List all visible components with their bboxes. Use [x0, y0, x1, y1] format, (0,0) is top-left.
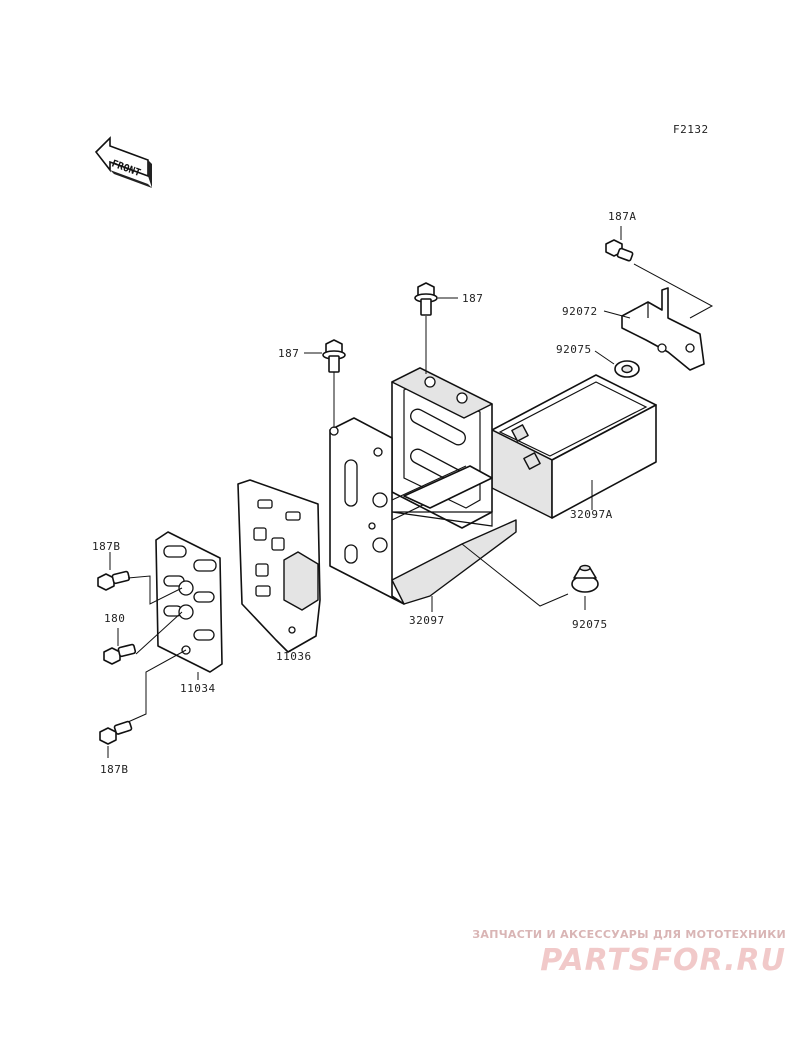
bolt-187-top [414, 282, 438, 316]
watermark-logo: PARTSFOR.RU [540, 943, 786, 978]
label-11036: 11036 [276, 650, 312, 663]
damper-92075-top [614, 360, 640, 378]
bolt-180 [103, 643, 137, 665]
label-92075-bottom: 92075 [572, 618, 608, 631]
leader-lines [107, 226, 714, 758]
battery-holder-32097 [329, 367, 517, 605]
figure-code: F2132 [673, 123, 709, 136]
label-187-top: 187 [462, 292, 483, 305]
damper-92075-bottom [571, 564, 599, 593]
bolt-187B-top [97, 570, 131, 591]
bolt-187B-bottom [99, 720, 133, 745]
label-187A: 187A [608, 210, 637, 223]
label-32097A: 32097A [570, 508, 613, 521]
label-180: 180 [104, 612, 125, 625]
label-187B-bottom: 187B [100, 763, 129, 776]
label-92072: 92072 [562, 305, 598, 318]
label-32097: 32097 [409, 614, 445, 627]
label-187-left: 187 [278, 347, 299, 360]
bolt-187-left [322, 339, 346, 373]
plate-11036 [237, 479, 321, 653]
label-92075-top: 92075 [556, 343, 592, 356]
bolt-187A [605, 239, 634, 262]
watermark-caption: ЗАПЧАСТИ И АКСЕССУАРЫ ДЛЯ МОТОТЕХНИКИ [472, 928, 786, 941]
watermark: ЗАПЧАСТИ И АКСЕССУАРЫ ДЛЯ МОТОТЕХНИКИ PA… [472, 928, 786, 978]
front-arrow-icon: FRONT [94, 136, 152, 188]
label-11034: 11034 [180, 682, 216, 695]
battery-case-32097A [491, 374, 657, 519]
bracket-92072 [621, 287, 705, 371]
label-187B-top: 187B [92, 540, 121, 553]
plate-11034 [155, 531, 223, 673]
